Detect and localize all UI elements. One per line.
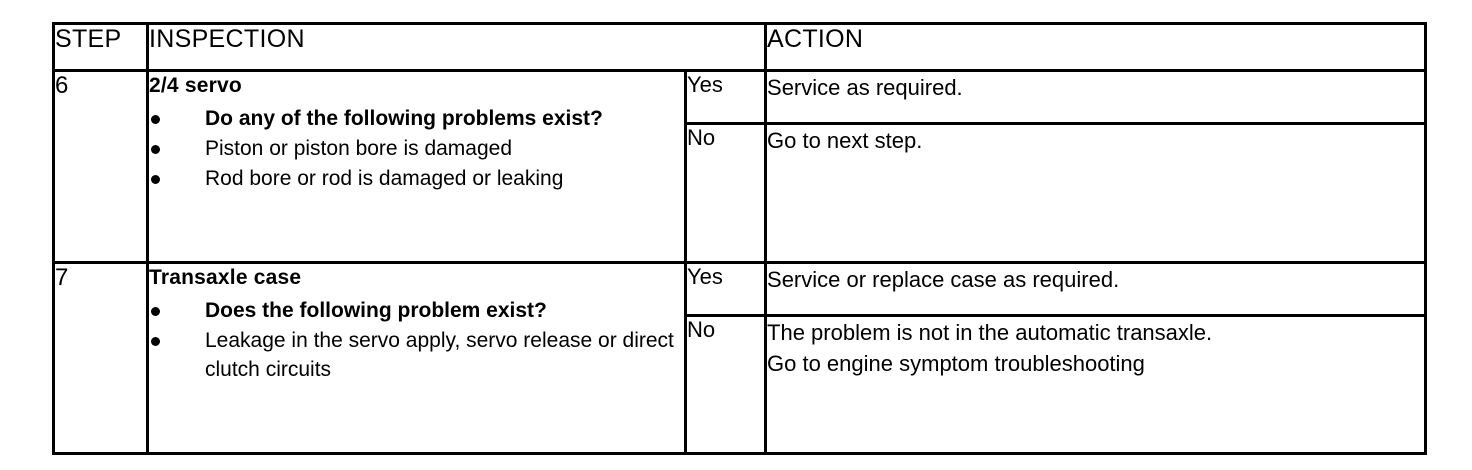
inspection-title: Transaxle case — [149, 266, 302, 290]
action-cell-yes: Service or replace case as required. — [764, 261, 1428, 318]
list-item: Do any of the following problems exist? — [149, 104, 684, 133]
table-body: STEP INSPECTION ACTION 6 2/4 servo Do an… — [52, 22, 1428, 455]
outcome-label-no: No — [683, 314, 768, 455]
inspection-title: 2/4 servo — [149, 74, 242, 97]
list-item: Leakage in the servo apply, servo releas… — [149, 326, 684, 384]
list-item-text: Does the following problem exist? — [205, 299, 547, 323]
action-cell-no: Go to next step. — [764, 121, 1428, 265]
list-item-text: Leakage in the servo apply, servo releas… — [205, 329, 674, 382]
list-item-text: Do any of the following problems exist? — [205, 107, 603, 130]
column-header-inspection: INSPECTION — [145, 22, 768, 72]
table-row: 6 2/4 servo Do any of the following prob… — [52, 68, 1428, 265]
table-row-continuation: No Go to next step. — [54, 121, 1428, 265]
list-item-text: Rod bore or rod is damaged or leaking — [205, 167, 564, 190]
bullet-dot-icon — [151, 145, 160, 154]
table-header-row: STEP INSPECTION ACTION — [52, 22, 1428, 72]
column-header-step: STEP — [52, 22, 149, 72]
action-text: Service as required. — [767, 75, 963, 100]
action-text: Go to engine symptom troubleshooting — [767, 351, 1145, 377]
step-number: 6 — [52, 68, 149, 265]
bullet-dot-icon — [151, 175, 160, 184]
table-row: 7 Transaxle case Does the following prob… — [52, 261, 1428, 455]
column-header-action: ACTION — [764, 22, 1428, 72]
inspection-cell: Transaxle case Does the following proble… — [146, 261, 687, 455]
outcome-label-yes: Yes — [683, 261, 768, 318]
action-cell-no: The problem is not in the automatic tran… — [764, 314, 1428, 455]
list-item: Rod bore or rod is damaged or leaking — [149, 164, 684, 193]
inspection-bullet-list: Do any of the following problems exist? … — [149, 104, 684, 193]
diagnostic-table: STEP INSPECTION ACTION 6 2/4 servo Do an… — [52, 22, 1428, 455]
step-number: 7 — [52, 261, 149, 455]
bullet-dot-icon — [151, 337, 160, 347]
list-item: Does the following problem exist? — [149, 296, 684, 325]
bullet-dot-icon — [151, 307, 160, 317]
action-text: Go to next step. — [767, 128, 923, 153]
action-text: Service or replace case as required. — [767, 267, 1120, 293]
action-text: The problem is not in the automatic tran… — [767, 320, 1213, 346]
list-item-text: Piston or piston bore is damaged — [205, 137, 513, 160]
outcome-label-yes: Yes — [683, 69, 768, 125]
bullet-dot-icon — [151, 115, 160, 124]
outcome-label-no: No — [683, 121, 768, 265]
list-item: Piston or piston bore is damaged — [149, 134, 684, 163]
inspection-cell: 2/4 servo Do any of the following proble… — [146, 68, 687, 265]
action-cell-yes: Service as required. — [764, 69, 1428, 125]
inspection-bullet-list: Does the following problem exist? Leakag… — [149, 296, 684, 384]
table-row-continuation: No The problem is not in the automatic t… — [54, 314, 1428, 455]
